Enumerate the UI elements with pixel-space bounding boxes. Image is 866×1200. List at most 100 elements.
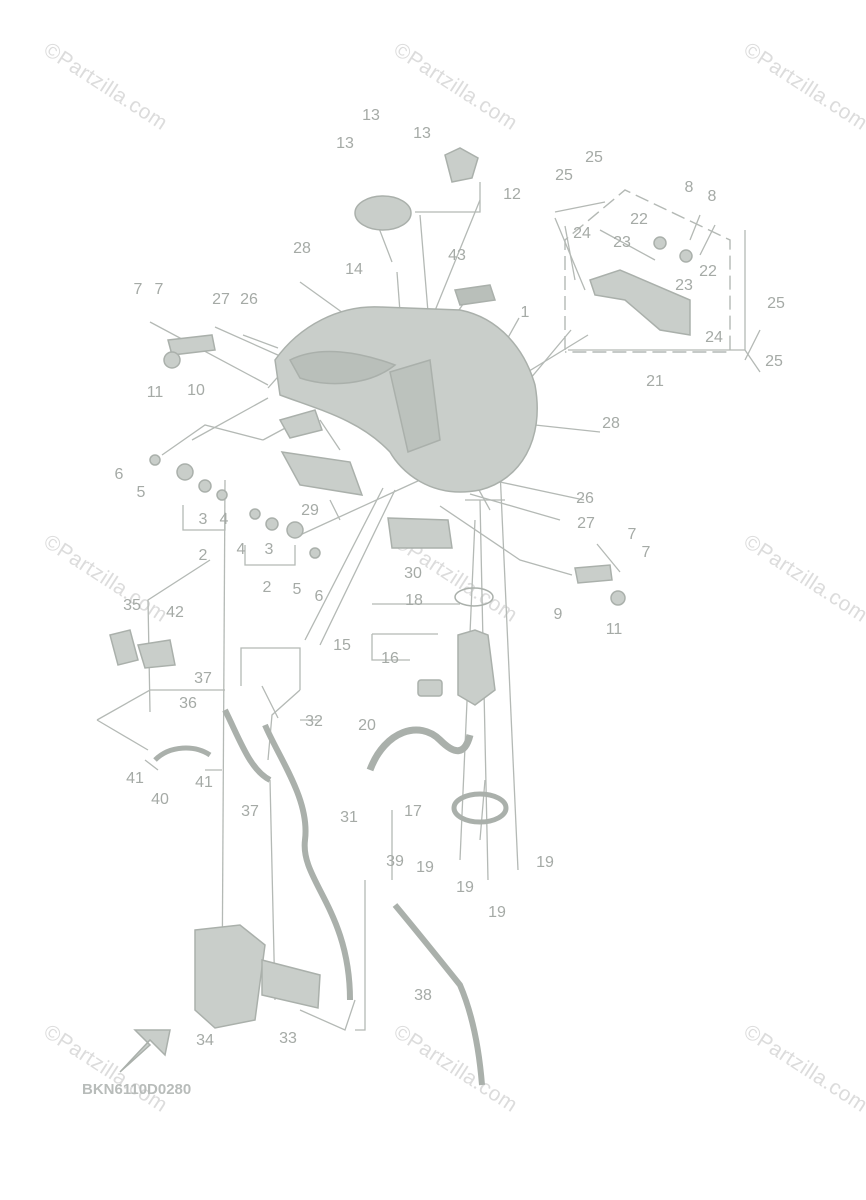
leader-line — [191, 397, 269, 441]
collar-3 — [198, 479, 212, 493]
callout-41: 41 — [195, 774, 213, 791]
leader-line — [469, 493, 561, 521]
damper-2b — [286, 521, 304, 539]
callout-3: 3 — [199, 511, 208, 528]
callout-6: 6 — [115, 466, 124, 483]
callout-5: 5 — [293, 581, 302, 598]
fuel-pump-15 — [457, 629, 496, 706]
leader-line — [319, 419, 341, 521]
leader-line — [299, 999, 356, 1031]
front-arrow — [119, 1029, 171, 1073]
callout-14: 14 — [345, 261, 363, 278]
callout-19: 19 — [416, 859, 434, 876]
leader-line — [261, 685, 279, 719]
callout-2: 2 — [263, 579, 272, 596]
bracket-10 — [167, 334, 216, 356]
callout-24: 24 — [705, 329, 723, 346]
o-ring-18 — [454, 587, 494, 607]
leader-line — [240, 647, 301, 690]
leader-line — [534, 424, 601, 433]
leader-line — [304, 487, 396, 646]
callout-35: 35 — [123, 597, 141, 614]
callout-6: 6 — [315, 588, 324, 605]
leader-line — [499, 469, 519, 871]
callout-26: 26 — [240, 291, 258, 308]
callout-23: 23 — [613, 234, 631, 251]
leader-line — [242, 334, 279, 349]
leader-line — [699, 224, 716, 256]
hose-31 — [262, 723, 353, 1001]
callout-13: 13 — [362, 107, 380, 124]
leader-line — [96, 719, 149, 751]
cover-29 — [280, 451, 364, 496]
tank-inner-panel — [288, 350, 397, 385]
callout-8: 8 — [685, 179, 694, 196]
callout-29: 29 — [301, 502, 319, 519]
callout-37: 37 — [241, 803, 259, 820]
canister-34 — [194, 924, 266, 1029]
leader-line — [415, 182, 481, 213]
callout-9: 9 — [554, 606, 563, 623]
leader-line — [689, 214, 701, 241]
callout-11: 11 — [606, 621, 623, 638]
filter-16 — [417, 679, 443, 697]
callout-13: 13 — [413, 125, 431, 142]
leader-line — [554, 217, 586, 291]
callout-7: 7 — [134, 281, 143, 298]
grommet-22 — [653, 236, 667, 250]
callout-27: 27 — [577, 515, 595, 532]
callout-25: 25 — [765, 353, 783, 370]
valve-42 — [137, 639, 176, 669]
leader-line — [144, 759, 159, 771]
callout-15: 15 — [333, 637, 351, 654]
callout-7: 7 — [155, 281, 164, 298]
callout-30: 30 — [404, 565, 422, 582]
callout-42: 42 — [166, 604, 184, 621]
callout-12: 12 — [503, 186, 521, 203]
leader-line — [499, 481, 585, 501]
callout-3: 3 — [265, 541, 274, 558]
callout-33: 33 — [279, 1030, 297, 1047]
label-43 — [454, 284, 496, 306]
leader-line — [419, 214, 429, 313]
leader-line — [479, 779, 486, 841]
grommet-22b — [679, 249, 693, 263]
callout-37: 37 — [194, 670, 212, 687]
callout-36: 36 — [179, 695, 197, 712]
callout-27: 27 — [212, 291, 230, 308]
leader-line — [396, 271, 401, 313]
canister-33 — [261, 959, 321, 1009]
callout-22: 22 — [630, 211, 648, 228]
bolt-4 — [216, 489, 228, 501]
leader-line — [267, 689, 301, 761]
plate-17 — [451, 791, 509, 825]
callout-26: 26 — [576, 490, 594, 507]
leader-line — [554, 201, 606, 213]
callout-25: 25 — [555, 167, 573, 184]
bracket-9 — [574, 564, 613, 584]
leader-line — [355, 880, 366, 1031]
callout-22: 22 — [699, 263, 717, 280]
hose-40 — [153, 745, 212, 762]
callout-19: 19 — [536, 854, 554, 871]
bushing-11b — [610, 590, 626, 606]
washer-5 — [149, 454, 161, 466]
callout-28: 28 — [293, 240, 311, 257]
fuel-cap — [354, 195, 412, 231]
leader-line — [221, 479, 226, 1001]
callout-25: 25 — [585, 149, 603, 166]
callout-19: 19 — [488, 904, 506, 921]
hose-20 — [366, 726, 474, 772]
hose-36 — [222, 708, 272, 783]
diagram-code: BKN6110D0280 — [82, 1081, 192, 1098]
callout-23: 23 — [675, 277, 693, 294]
callout-2: 2 — [199, 547, 208, 564]
leader-line — [439, 505, 573, 576]
callout-25: 25 — [767, 295, 785, 312]
washer-5b — [309, 547, 321, 559]
callout-41: 41 — [126, 770, 144, 787]
bracket-left — [278, 409, 323, 439]
key-set — [444, 147, 479, 183]
callout-10: 10 — [187, 382, 205, 399]
